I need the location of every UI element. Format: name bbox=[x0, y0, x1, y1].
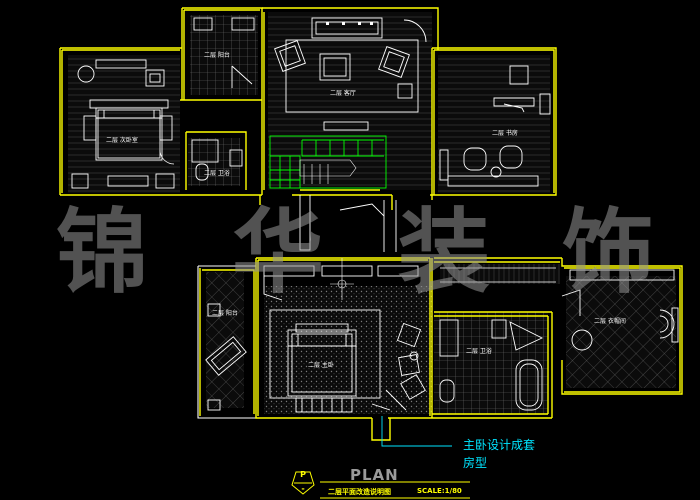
plan-symbol-letter: P bbox=[300, 470, 306, 479]
plan-symbol-number: - bbox=[301, 484, 305, 493]
room-label-master-bedroom: 二层 主卧 bbox=[308, 362, 334, 369]
annotation-line-1: 主卧设计成套 bbox=[463, 438, 536, 452]
room-label-living-room: 二层 客厅 bbox=[330, 90, 356, 97]
plan-heading: PLAN bbox=[350, 466, 399, 484]
watermark-char-2: 华 bbox=[232, 198, 333, 306]
watermark-char-3: 装 bbox=[398, 198, 499, 306]
room-label-bathroom-top: 二层 卫浴 bbox=[204, 170, 230, 177]
watermark-char-1: 锦 bbox=[56, 198, 157, 306]
room-label-balcony-top: 二层 阳台 bbox=[204, 52, 230, 59]
room-label-study: 二层 书房 bbox=[492, 130, 518, 137]
room-label-study-bedroom: 二层 次卧室 bbox=[106, 137, 138, 144]
drawing-scale: SCALE:1/80 bbox=[417, 487, 462, 495]
design-annotation: 主卧设计成套 房型 bbox=[463, 436, 535, 472]
upper-wing bbox=[59, 7, 557, 210]
watermark-char-4: 饰 bbox=[562, 198, 663, 306]
room-label-master-bath: 二层 卫浴 bbox=[466, 348, 492, 355]
room-label-balcony-bottom: 二层 阳台 bbox=[212, 310, 238, 317]
annotation-line-2: 房型 bbox=[463, 456, 488, 470]
room-label-cloakroom: 二层 衣帽间 bbox=[594, 318, 626, 325]
drawing-title: 二层平面改造说明图 bbox=[328, 488, 391, 496]
lower-wing bbox=[197, 257, 683, 441]
